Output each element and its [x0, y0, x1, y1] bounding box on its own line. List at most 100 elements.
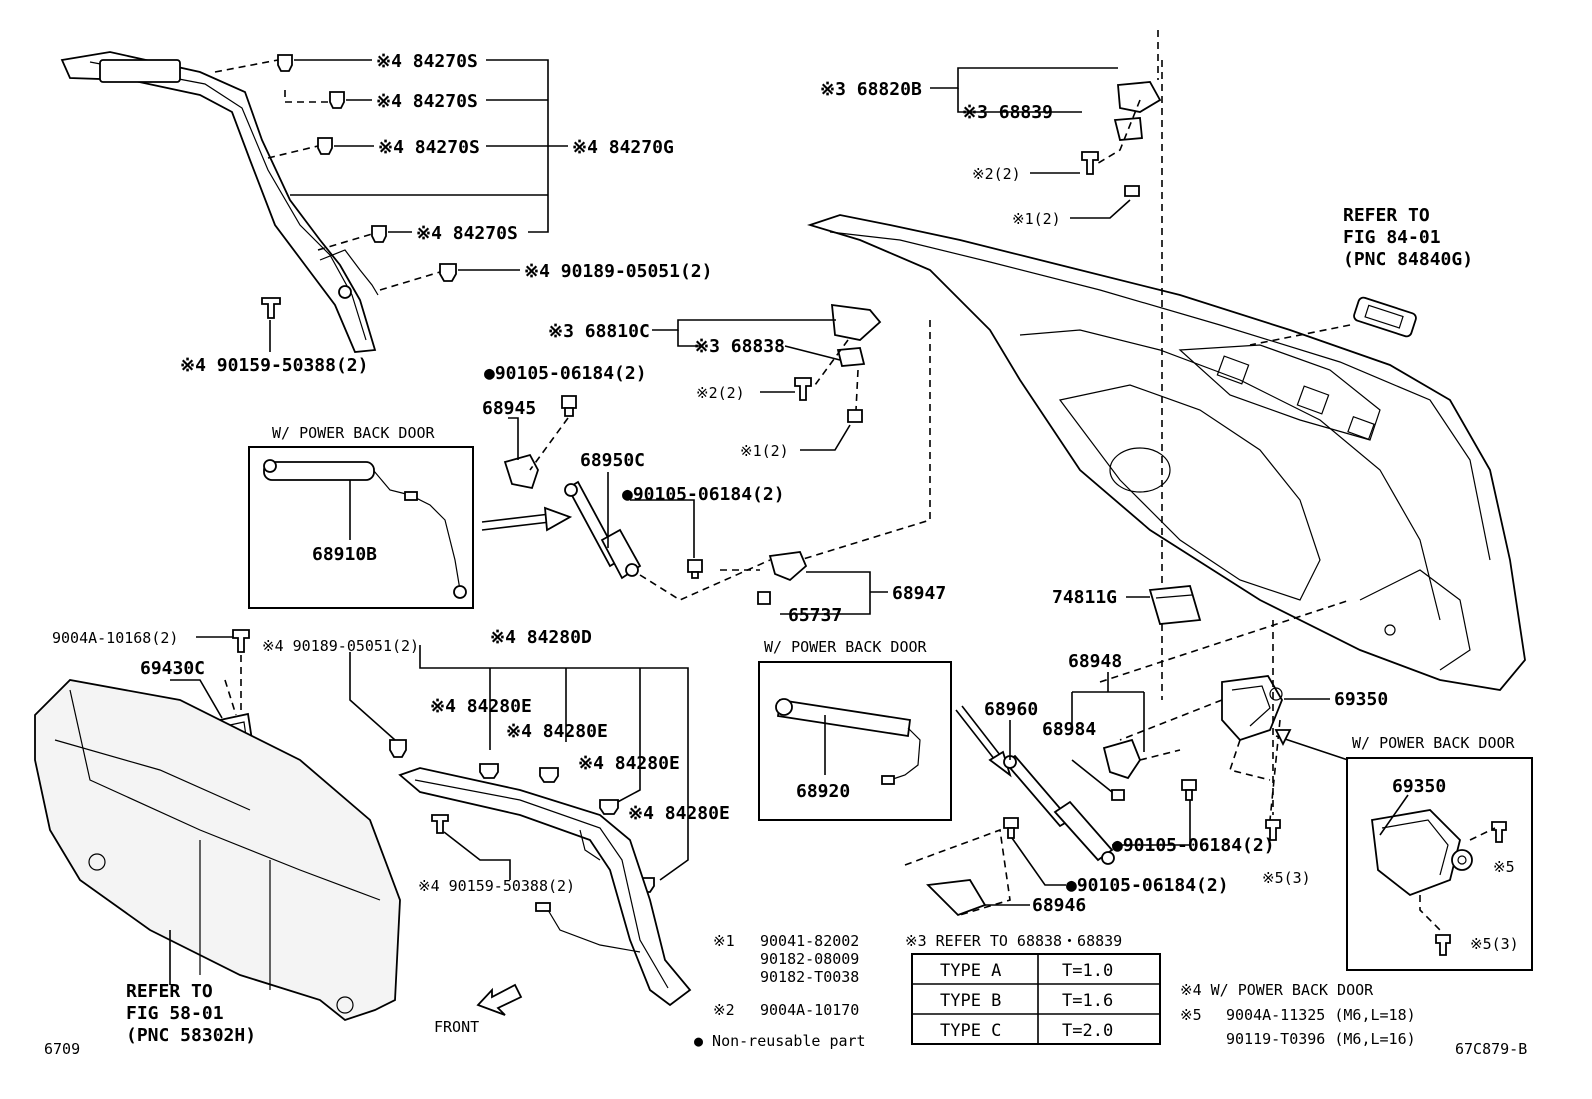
label-90105-a: ●90105-06184(2) [484, 363, 647, 384]
refer-58-line1: REFER TO [126, 981, 213, 1002]
ball-stud-90105-c-icon [1181, 779, 1197, 801]
box2-title: W/ POWER BACK DOOR [764, 638, 928, 656]
label-68947: 68947 [892, 583, 946, 604]
note-x3-text: ※3 REFER TO 68838・68839 [905, 932, 1122, 950]
type-table [911, 953, 1161, 1045]
label-90105-b: ●90105-06184(2) [622, 484, 785, 505]
gas-strut-68960-icon [1003, 754, 1115, 865]
label-90159-top: ※4 90159-50388(2) [180, 355, 368, 376]
label-68948: 68948 [1068, 651, 1122, 672]
screw-90159-top-icon [261, 297, 281, 319]
label-68984: 68984 [1042, 719, 1096, 740]
label-68920: 68920 [796, 781, 850, 802]
label-x2-mid: ※2(2) [696, 384, 745, 402]
label-90189-top: ※4 90189-05051(2) [524, 261, 712, 282]
note-x2-mark: ※2 [713, 1001, 735, 1019]
front-label: FRONT [434, 1018, 479, 1036]
clip-84270S-1-icon [277, 54, 293, 72]
label-84280E-2: ※4 84280E [506, 721, 608, 742]
ball-stud-90105-d-icon [1003, 817, 1019, 839]
bracket-68947-icon [757, 551, 808, 605]
label-90159-bot: ※4 90159-50388(2) [418, 877, 575, 895]
label-84270S-4: ※4 84270S [416, 223, 518, 244]
note-x2-part: 9004A-10170 [760, 1001, 859, 1019]
table-row-a-type: TYPE A [940, 961, 1001, 981]
table-row-c-t: T=2.0 [1062, 1021, 1113, 1041]
note-x1-part-1: 90041-82002 [760, 932, 859, 950]
hinge-68820B-icon [1081, 81, 1162, 197]
box2-frame [758, 661, 952, 821]
label-68810C: ※3 68810C [548, 321, 650, 342]
label-68950C: 68950C [580, 450, 645, 471]
label-x5-box2: ※5(3) [1470, 935, 1519, 953]
label-68838: ※3 68838 [694, 336, 785, 357]
label-x2-top: ※2(2) [972, 165, 1021, 183]
latch-69350-icon [1221, 675, 1283, 742]
refer-58-line3: (PNC 58302H) [126, 1025, 256, 1046]
label-68945: 68945 [482, 398, 536, 419]
trim-panel-58302H-drawing [34, 679, 401, 1022]
label-84280E-1: ※4 84280E [430, 696, 532, 717]
label-90189-mid: ※4 90189-05051(2) [262, 637, 419, 655]
bolt-x5-mid-icon [1265, 819, 1281, 841]
label-68910B: 68910B [312, 544, 377, 565]
cover-74811G-icon [1148, 585, 1202, 625]
table-row-c-type: TYPE C [940, 1021, 1001, 1041]
label-69350: 69350 [1334, 689, 1388, 710]
label-68839: ※3 68839 [962, 102, 1053, 123]
note-x1-part-3: 90182-T0038 [760, 968, 859, 986]
label-84280D: ※4 84280D [490, 627, 592, 648]
clip-90189-top-icon [439, 263, 457, 282]
clip-84270S-2-icon [329, 91, 345, 109]
clip-90189-mid-icon [389, 739, 407, 758]
note-x5-line1: 9004A-11325 (M6,L=18) [1226, 1006, 1416, 1024]
label-x1-top: ※1(2) [1012, 210, 1061, 228]
label-x5-box1: ※5 [1493, 858, 1515, 876]
label-84270S-3: ※4 84270S [378, 137, 480, 158]
box3-frame [1346, 757, 1533, 971]
page-number-right: 67C879-B [1455, 1040, 1527, 1058]
latch-69350-box-icon [1371, 809, 1507, 956]
note-x4-text: ※4 W/ POWER BACK DOOR [1180, 981, 1374, 999]
clip-84280E-icons [479, 763, 655, 893]
refer-84-line2: FIG 84-01 [1343, 227, 1441, 248]
label-74811G: 74811G [1052, 587, 1117, 608]
page-number-left: 6709 [44, 1040, 80, 1058]
switch-84840G-icon [1353, 296, 1417, 338]
refer-84-line3: (PNC 84840G) [1343, 249, 1473, 270]
upper-garnish-strip-drawing [60, 51, 379, 353]
label-69350-box: 69350 [1392, 776, 1446, 797]
gas-strut-68950C-icon [564, 480, 642, 580]
hinge-68810C-icon [794, 303, 882, 423]
power-strut-68910B-icon [263, 459, 467, 599]
label-90105-d: ●90105-06184(2) [1066, 875, 1229, 896]
bracket-68984-icon [1102, 738, 1142, 801]
note-x1-part-2: 90182-08009 [760, 950, 859, 968]
label-68960: 68960 [984, 699, 1038, 720]
screw-90159-bot-icon [431, 814, 449, 834]
table-row-a-t: T=1.0 [1062, 961, 1113, 981]
clip-84270S-3-icon [317, 137, 333, 155]
bolt-9004A-10168-icon [232, 629, 250, 653]
back-door-panel-drawing [807, 214, 1526, 691]
table-row-b-t: T=1.6 [1062, 991, 1113, 1011]
label-84270S-1: ※4 84270S [376, 51, 478, 72]
ball-stud-90105-icon [561, 395, 577, 417]
label-84280E-4: ※4 84280E [628, 803, 730, 824]
bracket-68945-icon [503, 453, 539, 490]
refer-58-line2: FIG 58-01 [126, 1003, 224, 1024]
label-x5-mid: ※5(3) [1262, 869, 1311, 887]
front-arrow-icon [476, 983, 523, 1016]
label-84280E-3: ※4 84280E [578, 753, 680, 774]
label-68946: 68946 [1032, 895, 1086, 916]
ball-stud-90105-b-icon [687, 559, 703, 579]
label-x1-mid: ※1(2) [740, 442, 789, 460]
label-9004A-10168: 9004A-10168(2) [52, 629, 178, 647]
label-84270G: ※4 84270G [572, 137, 674, 158]
refer-84-line1: REFER TO [1343, 205, 1430, 226]
box1-frame [248, 446, 474, 609]
label-69430C: 69430C [140, 658, 205, 679]
note-x5-line2: 90119-T0396 (M6,L=16) [1226, 1030, 1416, 1048]
label-90105-c: ●90105-06184(2) [1112, 835, 1275, 856]
